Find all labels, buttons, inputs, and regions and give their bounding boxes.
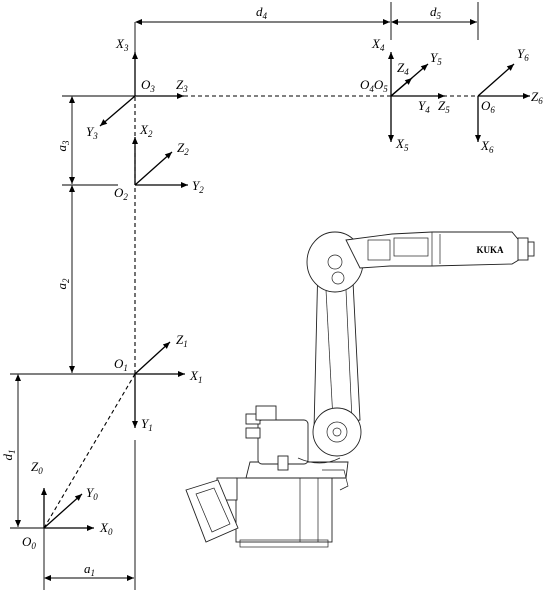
frame-5-z-label: Z5	[438, 98, 450, 115]
robot-base	[235, 477, 333, 543]
frame-5-y-label: Y5	[430, 50, 442, 67]
dimension-a3-label: a3	[54, 140, 71, 152]
frame-6-y-label: Y6	[517, 46, 529, 63]
frame-0	[41, 488, 94, 531]
dimension-d4-label: d4	[256, 4, 268, 21]
frame-2-origin-label: O2	[114, 185, 128, 202]
frame-4-x-label: X4	[371, 36, 385, 53]
frame-2	[132, 137, 188, 188]
frame-1-z-label: Z1	[176, 332, 188, 349]
frame-1-z-axis	[134, 341, 171, 375]
robot-brand-label: KUKA	[477, 245, 505, 255]
frame-0-origin-label: O0	[22, 534, 36, 551]
dimension-d1-label: d1	[0, 450, 17, 461]
frame-1	[132, 341, 185, 428]
frame-6	[475, 63, 530, 142]
dimension-a1-label: a1	[84, 561, 95, 578]
frame-0-z-label: Z0	[31, 459, 43, 476]
dimension-a2-label: a2	[54, 278, 71, 290]
frame-6-origin-label: O6	[481, 98, 495, 115]
frame-2-z-label: Z2	[177, 140, 189, 157]
frame-2-z-axis	[134, 151, 173, 186]
frame-3-origin-label: O3	[141, 77, 155, 94]
frame-45-origin-label: O4O5	[360, 77, 388, 94]
robot-illustration: KUKA	[185, 231, 535, 548]
frame-3-y-axis	[99, 95, 136, 127]
frame-6-z-label: Z6	[531, 89, 543, 106]
frame-0-y-axis	[43, 493, 83, 529]
frame-4-y-label: Y4	[418, 98, 430, 115]
frame-1-y-label: Y1	[141, 416, 153, 433]
frame-6-x-label: X6	[480, 138, 494, 155]
dimension-d5-label: d5	[430, 4, 442, 21]
frame-1-origin-label: O1	[114, 356, 128, 373]
frame-0-y-label: Y0	[86, 485, 98, 502]
robot-shoulder-joint	[312, 407, 362, 457]
frame-0-x-label: X0	[99, 520, 113, 537]
frame-2-x-label: X2	[139, 122, 153, 139]
frame-6-y-axis	[477, 63, 515, 97]
frame-3-z-label: Z3	[176, 77, 188, 94]
frame-1-x-label: X1	[189, 368, 202, 385]
frame-5-x-label: X5	[395, 136, 409, 153]
frame-3-y-label: Y3	[86, 124, 98, 141]
frame-2-y-label: Y2	[192, 178, 204, 195]
frame-5-y-axis	[390, 63, 429, 97]
frame-4-z-label: Z4	[397, 60, 409, 77]
link-line-o0-o1	[43, 373, 136, 529]
dimension-lines	[10, 2, 479, 590]
frame-3-x-label: X3	[115, 36, 129, 53]
frame-4-5	[388, 52, 445, 142]
frame-3	[99, 52, 184, 127]
